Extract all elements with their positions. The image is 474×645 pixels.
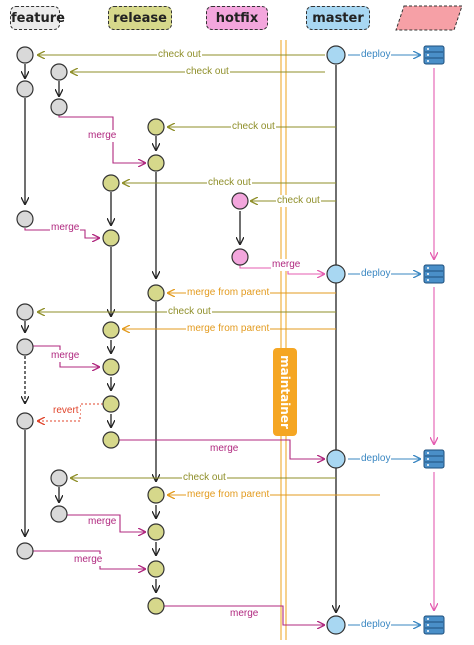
revert-arrow (38, 403, 111, 421)
feature-commit (16, 412, 34, 430)
prod-header-shape (395, 5, 463, 31)
master-commits (326, 45, 346, 635)
release-commit (102, 229, 120, 247)
release-commit (102, 358, 120, 376)
feature-commit (16, 542, 34, 560)
feature-commit (16, 338, 34, 356)
master-commit (326, 615, 346, 635)
merge-label: merge (50, 350, 81, 362)
checkout-label: check out (182, 472, 227, 484)
release-commit (147, 597, 165, 615)
checkout-label: check out (231, 121, 276, 133)
hotfix-commit (231, 248, 249, 266)
release-commit (147, 560, 165, 578)
server-icon (423, 45, 445, 65)
feature-commit (16, 46, 34, 64)
checkout-label: check out (207, 177, 252, 189)
master-commit (326, 449, 346, 469)
lane-header-master: master (306, 6, 370, 30)
feature-commits (16, 46, 68, 560)
lane-header-feature: feature (10, 6, 65, 30)
revert-label: revert (52, 405, 80, 417)
feature-commit (16, 210, 34, 228)
release-commit (147, 486, 165, 504)
merge-label: merge (87, 130, 118, 142)
checkout-label: check out (157, 49, 202, 61)
hotfix-commits (231, 192, 249, 266)
release-commit (147, 523, 165, 541)
deploy-label: deploy (360, 453, 392, 465)
feature-commit (50, 469, 68, 487)
server-icon (423, 264, 445, 284)
merge-label: merge (50, 222, 81, 234)
checkout-label: check out (185, 66, 230, 78)
hotfix-merge-label: merge (271, 259, 302, 271)
hotfix-commit (231, 192, 249, 210)
deploy-label: deploy (360, 619, 392, 631)
merge-label: merge (73, 554, 104, 566)
release-commit (102, 431, 120, 449)
maintainer-label: maintainer (278, 355, 292, 429)
feature-commit (50, 98, 68, 116)
release-commits (102, 118, 165, 615)
release-commit (102, 174, 120, 192)
release-commit (147, 154, 165, 172)
server-icon (423, 615, 445, 635)
branch-lines (25, 64, 336, 612)
release-commit (147, 118, 165, 136)
checkout-label: check out (276, 195, 321, 207)
feature-commit (50, 63, 68, 81)
lane-header-hotfix: hotfix (206, 6, 268, 30)
merge-label: merge (87, 516, 118, 528)
master-commit (326, 45, 346, 65)
lane-header-release: release (108, 6, 172, 30)
feature-commit (16, 80, 34, 98)
release-commit (147, 284, 165, 302)
merge-from-parent-label: merge from parent (186, 287, 271, 299)
deploy-label: deploy (360, 268, 392, 280)
merge-label: merge (209, 443, 240, 455)
release-commit (102, 321, 120, 339)
feature-commit (16, 303, 34, 321)
checkout-label: check out (167, 306, 212, 318)
deploy-label: deploy (360, 49, 392, 61)
merge-from-parent-label: merge from parent (186, 489, 271, 501)
merge-from-parent-label: merge from parent (186, 323, 271, 335)
master-commit (326, 264, 346, 284)
feature-commit (50, 505, 68, 523)
merge-label: merge (229, 608, 260, 620)
deploy-arrows (348, 55, 420, 625)
server-icon (423, 449, 445, 469)
release-commit (102, 395, 120, 413)
maintainer-badge: maintainer (273, 348, 297, 436)
